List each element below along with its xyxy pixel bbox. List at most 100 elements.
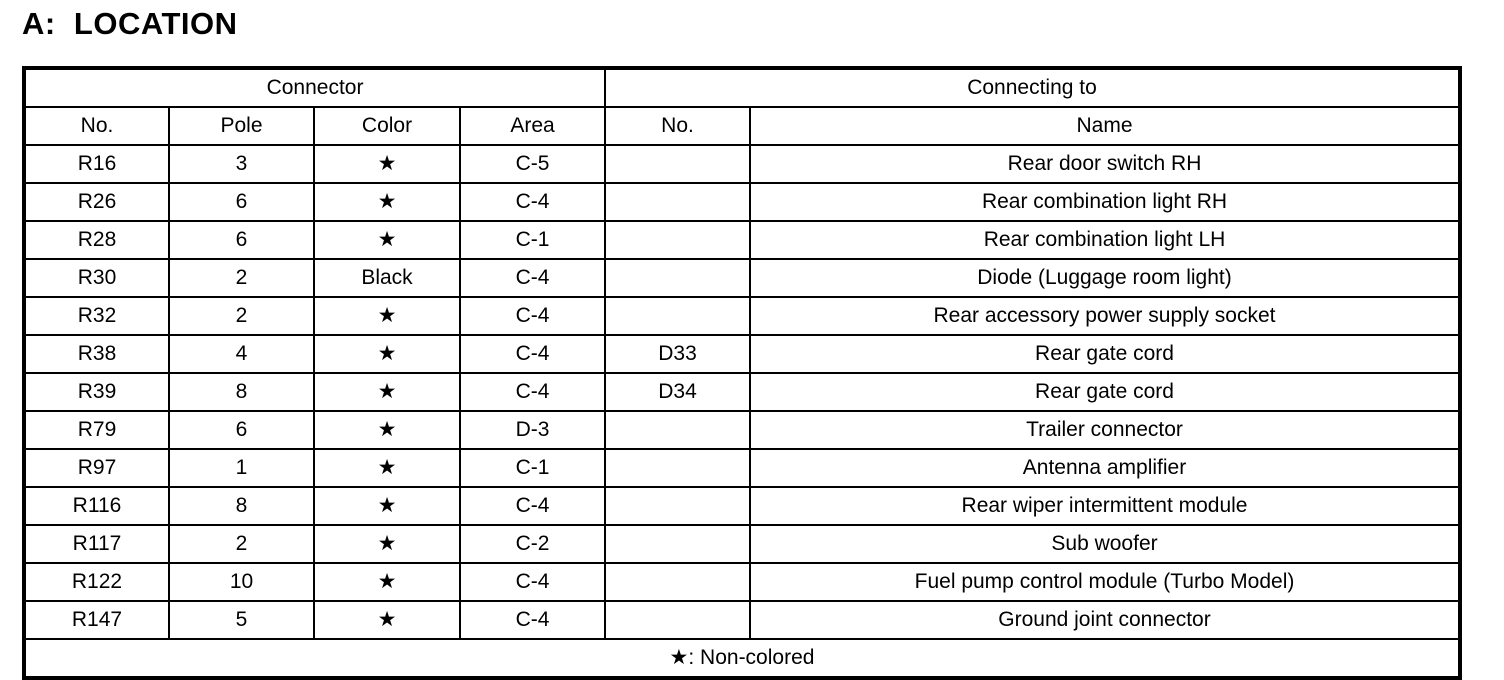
cell-no: R97 [23,448,170,488]
cell-pole: 6 [168,410,315,450]
location-connector-table: Connector Connecting to No. Pole Color A… [22,66,1462,680]
column-header-area: Area [458,106,607,146]
cell-conn_name: Antenna amplifier [749,448,1461,488]
cell-color-star-icon: ★ [313,448,461,488]
cell-conn_name: Trailer connector [749,410,1461,450]
cell-no: R28 [23,220,170,260]
cell-area: C-4 [458,600,607,640]
cell-no: R26 [23,182,170,222]
cell-no: R147 [23,600,170,640]
table-group-header-row: Connector Connecting to [22,67,1461,108]
cell-color-star-icon: ★ [313,600,461,640]
cell-conn_name: Rear wiper intermittent module [749,486,1461,526]
group-header-connector: Connector [22,67,607,108]
cell-pole: 6 [168,220,315,260]
page-title: A: LOCATION [22,6,238,41]
cell-area: C-4 [458,486,607,526]
column-header-connector-no: No. [23,106,170,146]
cell-area: C-1 [458,448,607,488]
cell-color-star-icon: ★ [313,334,461,374]
cell-color-star-icon: ★ [313,182,461,222]
cell-conn_no [604,600,752,640]
cell-conn_name: Diode (Luggage room light) [749,258,1461,298]
cell-no: R117 [23,524,170,564]
cell-conn_no: D34 [604,372,752,412]
footnote-non-colored: ★: Non-colored [23,638,1461,679]
cell-conn_no [604,144,752,184]
cell-area: C-5 [458,144,607,184]
cell-no: R38 [23,334,170,374]
cell-color-star-icon: ★ [313,524,461,564]
cell-pole: 10 [168,562,315,602]
table-head: Connector Connecting to No. Pole Color A… [22,67,1461,146]
cell-pole: 1 [168,448,315,488]
cell-no: R30 [23,258,170,298]
column-header-connecting-no: No. [604,106,752,146]
footnote-row: ★: Non-colored [23,638,1461,679]
cell-conn_no [604,562,752,602]
cell-conn_name: Rear combination light RH [749,182,1461,222]
cell-conn_no [604,410,752,450]
cell-area: C-4 [458,334,607,374]
cell-area: C-2 [458,524,607,564]
cell-conn_name: Rear gate cord [749,372,1461,412]
column-header-color: Color [313,106,461,146]
cell-pole: 4 [168,334,315,374]
cell-pole: 2 [168,296,315,336]
cell-conn_no [604,486,752,526]
cell-pole: 3 [168,144,315,184]
cell-conn_no [604,258,752,298]
cell-area: C-4 [458,296,607,336]
table-foot: ★: Non-colored [23,638,1461,679]
cell-conn_name: Rear gate cord [749,334,1461,374]
group-header-connecting-to: Connecting to [604,67,1461,108]
cell-conn_name: Ground joint connector [749,600,1461,640]
column-header-pole: Pole [168,106,315,146]
cell-pole: 2 [168,258,315,298]
cell-no: R32 [23,296,170,336]
cell-pole: 8 [168,486,315,526]
cell-pole: 6 [168,182,315,222]
cell-no: R122 [23,562,170,602]
column-header-name: Name [749,106,1461,146]
cell-conn_name: Rear combination light LH [749,220,1461,260]
cell-no: R16 [23,144,170,184]
table-column-header-row: No. Pole Color Area No. Name [23,106,1461,146]
cell-color-star-icon: ★ [313,296,461,336]
cell-conn_no [604,182,752,222]
cell-conn_name: Fuel pump control module (Turbo Model) [749,562,1461,602]
cell-conn_no [604,448,752,488]
cell-area: C-4 [458,182,607,222]
cell-pole: 8 [168,372,315,412]
cell-pole: 5 [168,600,315,640]
cell-color-star-icon: ★ [313,486,461,526]
cell-conn_no [604,524,752,564]
cell-conn_name: Rear accessory power supply socket [749,296,1461,336]
cell-no: R116 [23,486,170,526]
cell-no: R39 [23,372,170,412]
cell-pole: 2 [168,524,315,564]
cell-area: C-4 [458,372,607,412]
cell-conn_no [604,220,752,260]
cell-color-star-icon: ★ [313,372,461,412]
cell-area: C-1 [458,220,607,260]
cell-area: D-3 [458,410,607,450]
cell-color-star-icon: ★ [313,410,461,450]
cell-conn_no [604,296,752,336]
cell-color: Black [313,258,461,298]
cell-conn_name: Rear door switch RH [749,144,1461,184]
